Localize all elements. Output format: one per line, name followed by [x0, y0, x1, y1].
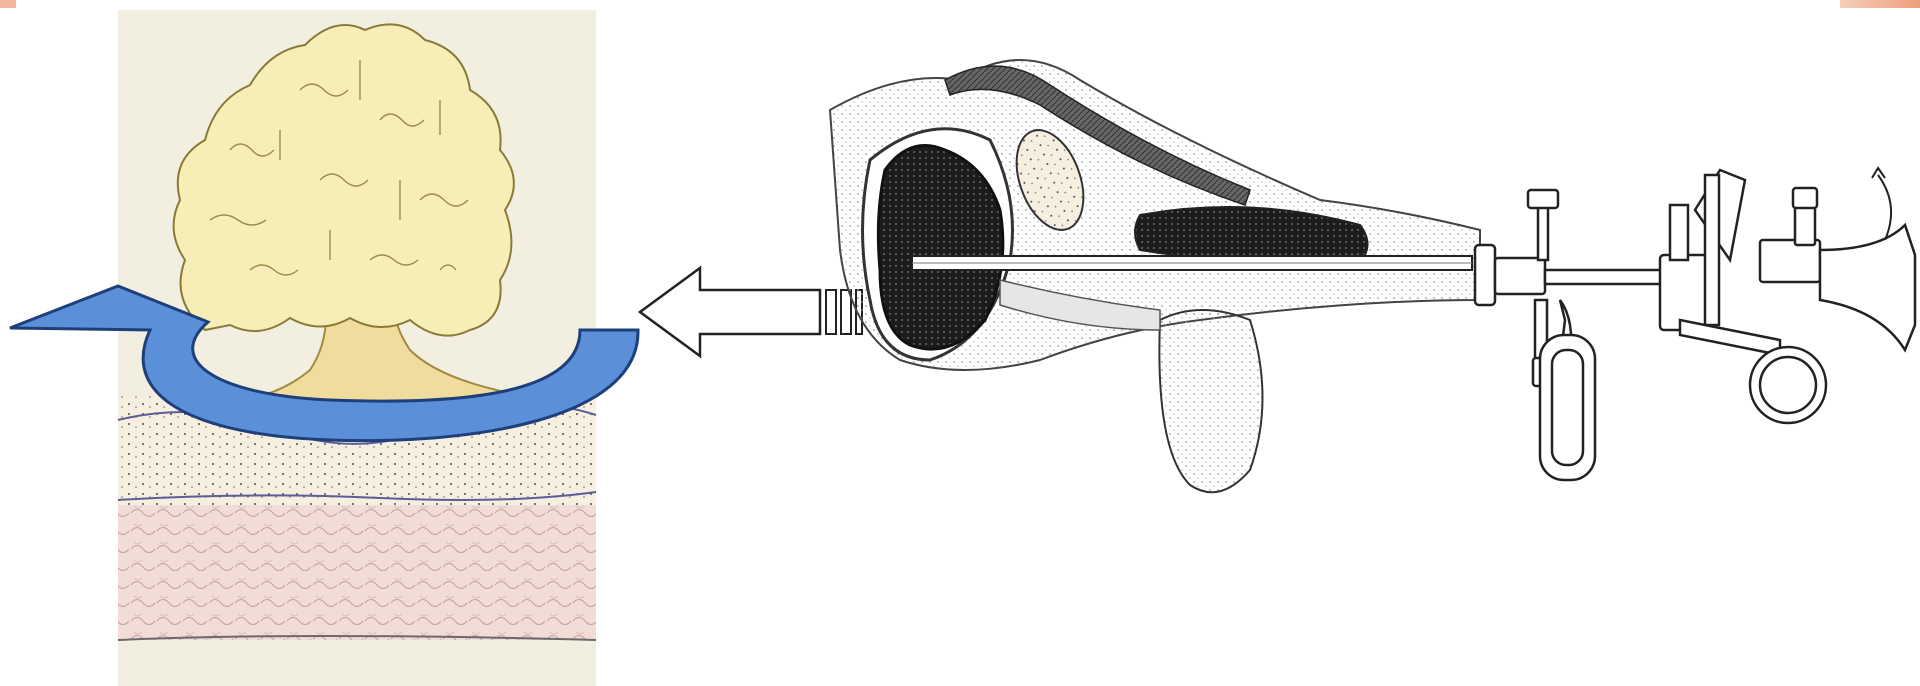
insertion-direction-arrow — [640, 268, 862, 356]
muscle-layer — [118, 505, 596, 640]
resectoscope-handle — [1475, 170, 1915, 480]
scrotum — [1159, 310, 1262, 492]
rotation-arrow — [1878, 175, 1891, 240]
resectoscope-in-bladder — [830, 60, 1915, 492]
